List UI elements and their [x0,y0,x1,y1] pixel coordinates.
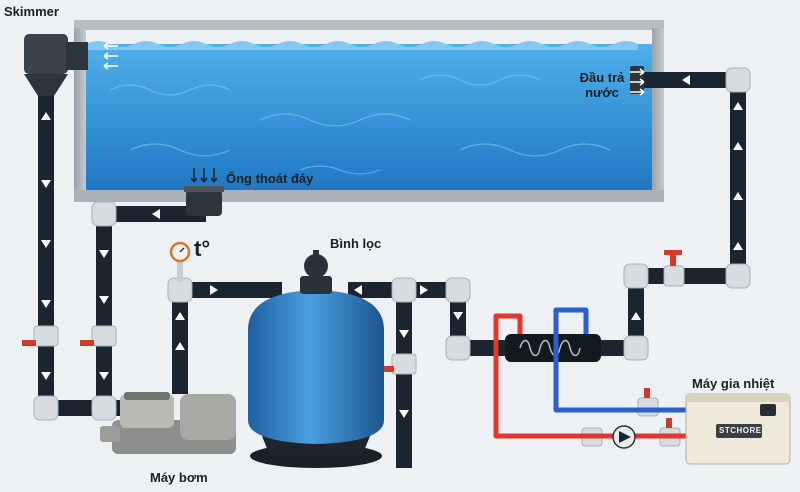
flow-arrow-icon [420,285,428,295]
pipe-fittings [33,67,751,421]
filter-label: Bình lọc [330,236,382,251]
flow-arrow-icon [399,410,409,418]
flow-arrows [41,75,743,418]
flow-arrow-icon [41,240,51,248]
heater-badge [716,424,762,438]
flow-arrow-icon [99,372,109,380]
heating-circuit [493,307,690,439]
flow-arrow-icon [682,75,690,85]
flow-arrow-icon [354,285,362,295]
flow-arrow-icon [41,300,51,308]
main-drain-label: Ống thoát đáy [226,171,314,186]
pool-wall-right [652,28,664,200]
flow-arrow-icon [41,372,51,380]
pool-rim [74,20,664,30]
main-drain [184,186,224,216]
pump-label: Máy bơm [150,470,208,485]
pipe-waste [396,298,412,468]
flow-arrow-icon [399,330,409,338]
pipe-skimmer-down [38,92,54,414]
flow-arrow-icon [733,192,743,200]
valve-icon[interactable] [380,353,417,375]
flow-arrow-icon [733,142,743,150]
return-inlet-label: Đầu trả nước [574,70,630,100]
heat-exchanger-coil [519,339,581,357]
flow-arrow-icon [631,312,641,320]
heater-display [760,404,776,416]
water-surface [72,41,638,50]
flow-arrow-icon [453,312,463,320]
flow-arrow-icon [41,180,51,188]
water-caustics [109,74,611,175]
pipe-to-filter [172,282,282,298]
flow-arrow-icon [733,102,743,110]
skimmer [24,34,88,96]
heater-brand-label: STCHORE [719,426,762,435]
heater [685,393,791,465]
valve-icon[interactable] [659,418,681,447]
hot-line [493,313,690,439]
flow-arrow-icon [175,312,185,320]
flow-arrow-icon [99,296,109,304]
return-inlet-label-line1: Đầu trả [579,70,625,85]
heater-label: Máy gia nhiệt [692,376,775,391]
pipe-return-up [730,78,746,284]
flow-arrow-icon [733,242,743,250]
pool [72,20,664,202]
flow-arrow-icon [41,112,51,120]
inlet-arrows [103,42,645,96]
multiport-valve-icon[interactable] [304,254,328,278]
skimmer-label: Skimmer [4,4,59,19]
pipe-pump-up [172,282,188,394]
sand-filter [248,250,384,468]
valves [22,250,685,447]
pipe-drain-horizontal [96,206,206,222]
flow-arrow-icon [152,209,160,219]
flow-arrow-icon [210,285,218,295]
valve-icon[interactable] [663,250,685,287]
circulation-pump [612,425,636,449]
cold-line-b [553,307,589,334]
return-inlet-label-line2: nước [585,85,619,100]
cold-line-a [553,334,690,413]
thermometer-gauge-icon [169,241,191,282]
temperature-label: t° [194,236,211,261]
return-inlet [630,66,644,94]
pool-floor [74,190,664,202]
flow-arrow-icon [175,342,185,350]
flow-arrow-icon [99,250,109,258]
valve-icon[interactable] [80,325,117,347]
filter-tank [248,290,384,444]
pump [100,392,236,454]
pipe-drain-down [96,206,112,416]
pipe-return-inlet [640,72,746,88]
heat-exchanger [505,334,601,362]
pool-wall-left [74,28,86,200]
drain-arrows [190,168,218,183]
valve-icon[interactable] [22,325,59,347]
